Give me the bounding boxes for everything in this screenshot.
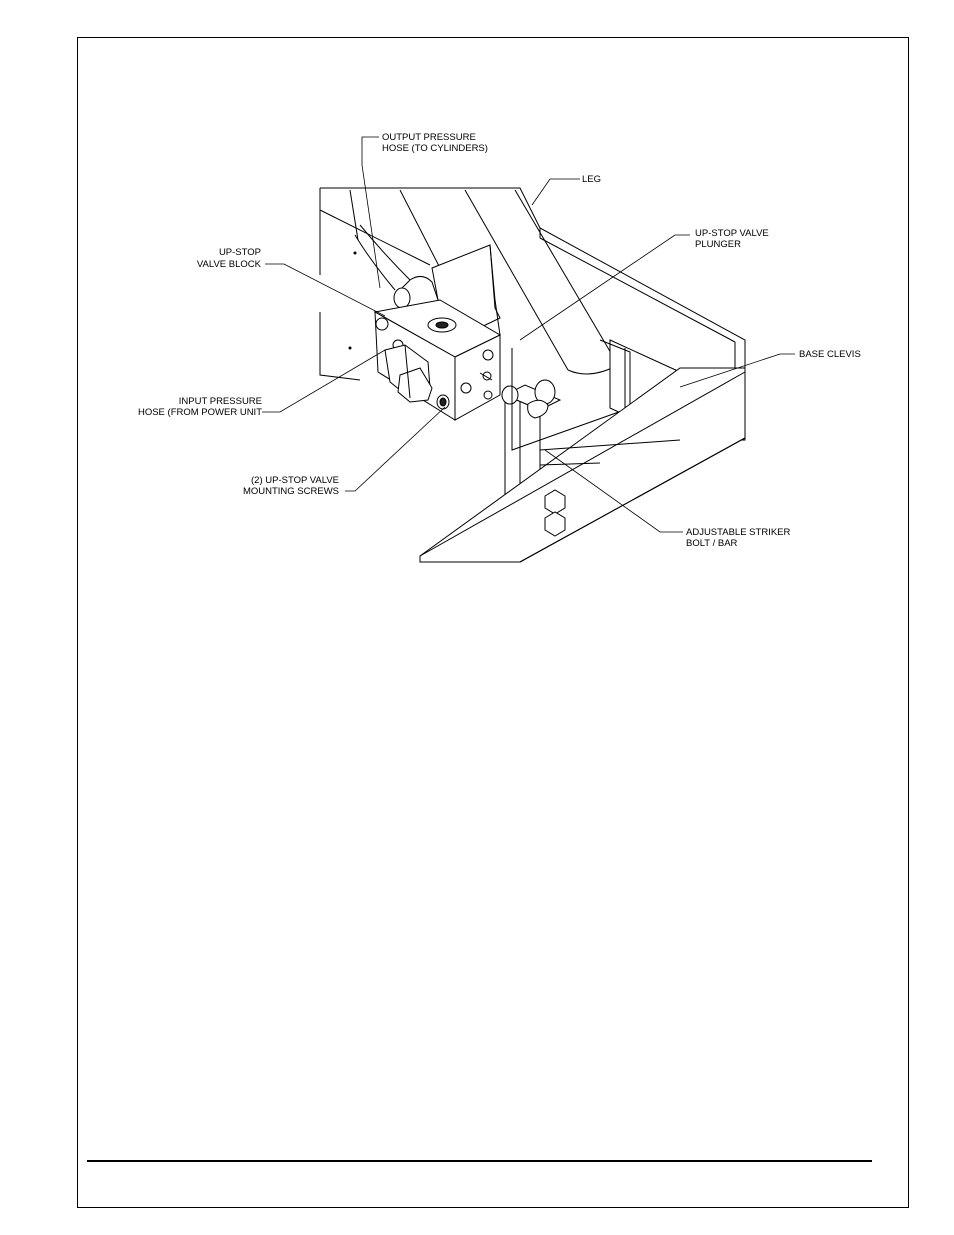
lower-frame-rail [319, 312, 361, 381]
screws-label-line2: MOUNTING SCREWS [243, 486, 339, 497]
striker-label-line2: BOLT / BAR [686, 538, 738, 549]
footer-rule [87, 1160, 872, 1162]
base-clevis-label: BASE CLEVIS [799, 349, 861, 360]
input-hose-fitting [384, 344, 433, 403]
screws-label-line1: (2) UP-STOP VALVE [251, 475, 339, 486]
input-hose-label-line2: HOSE (FROM POWER UNIT [138, 407, 262, 418]
upper-frame-rail [319, 187, 746, 375]
striker-label-line1: ADJUSTABLE STRIKER [686, 527, 790, 538]
plunger-label-line1: UP-STOP VALVE [695, 228, 769, 239]
valve-block-label-line1: UP-STOP [219, 247, 261, 258]
leader-lines [262, 136, 795, 533]
output-hose-label-line1: OUTPUT PRESSURE [382, 132, 476, 143]
leg-label: LEG [582, 174, 601, 185]
output-hose-label-line2: HOSE (TO CYLINDERS) [382, 143, 488, 154]
valve-plunger [479, 371, 493, 381]
output-hose-fitting [354, 224, 439, 313]
page-border [77, 37, 909, 1208]
callout-labels: OUTPUT PRESSURE HOSE (TO CYLINDERS) LEG … [138, 132, 861, 549]
valve-mounting-screws [436, 394, 450, 410]
valve-block-label-line2: VALVE BLOCK [197, 259, 262, 270]
lower-front-channel [419, 339, 746, 563]
plunger-label-line2: PLUNGER [695, 239, 741, 250]
input-hose-label-line1: INPUT PRESSURE [179, 396, 262, 407]
